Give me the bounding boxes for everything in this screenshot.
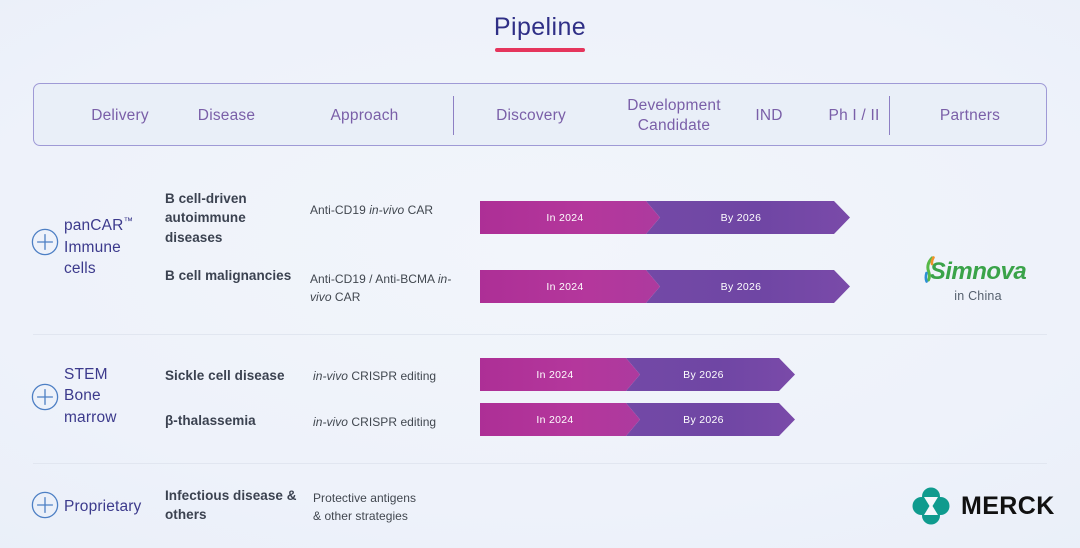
timeline-segment-by-2026: By 2026 xyxy=(626,403,795,436)
partner-merck: MERCK xyxy=(912,487,1062,525)
header-approach: Approach xyxy=(330,106,399,124)
header-disease: Disease xyxy=(197,106,256,124)
approach-post: CAR xyxy=(331,290,361,305)
page-title-text: Pipeline xyxy=(493,13,587,41)
delivery-label-pancar: panCAR™ Immune cells xyxy=(64,215,159,279)
timeline-segment-in-2024: In 2024 xyxy=(480,201,660,234)
timeline-segment-label: By 2026 xyxy=(720,280,762,293)
page-title: Pipeline xyxy=(0,13,1080,52)
approach-post: CAR xyxy=(404,203,434,217)
delivery-label-proprietary: Proprietary xyxy=(64,496,169,517)
delivery-line-1: panCAR xyxy=(64,217,124,235)
delivery-line-3: marrow xyxy=(64,408,117,426)
delivery-line-3: cells xyxy=(64,259,96,277)
header-discovery: Discovery xyxy=(496,106,566,124)
timeline-segment-in-2024: In 2024 xyxy=(480,358,640,391)
approach-italic: in-vivo xyxy=(313,369,349,383)
plus-circle-icon[interactable] xyxy=(31,491,59,519)
delivery-line-2: Immune xyxy=(64,238,121,256)
header-development-candidate: Development Candidate xyxy=(586,84,762,147)
delivery-label-stem: STEM Bone marrow xyxy=(64,364,159,428)
header-separator-left xyxy=(453,96,455,135)
delivery-line-1: Proprietary xyxy=(64,498,142,515)
merck-clover-icon xyxy=(912,487,950,525)
approach-label: in-vivo CRISPR editing xyxy=(313,367,463,385)
approach-post: CRISPR editing xyxy=(348,369,437,383)
timeline-bar: In 2024 By 2026 xyxy=(480,201,850,234)
approach-italic: in-vivo xyxy=(369,203,405,217)
timeline-bar: In 2024 By 2026 xyxy=(480,358,795,391)
section-divider xyxy=(33,463,1047,465)
simnova-wordmark: Simnova xyxy=(929,258,1027,285)
simnova-sublabel: in China xyxy=(954,289,1002,303)
disease-label: β-thalassemia xyxy=(165,413,256,428)
approach-post: CRISPR editing xyxy=(348,415,437,429)
timeline-segment-by-2026: By 2026 xyxy=(646,201,850,234)
header-delivery: Delivery xyxy=(91,106,149,124)
timeline-segment-in-2024: In 2024 xyxy=(480,403,640,436)
timeline-segment-label: In 2024 xyxy=(536,413,574,426)
trademark-symbol: ™ xyxy=(123,216,134,227)
simnova-logo: Simnova xyxy=(924,256,1027,285)
disease-label: B cell-driven autoimmune diseases xyxy=(165,191,247,245)
approach-italic: in-vivo xyxy=(310,272,452,305)
approach-label: Anti-CD19 / Anti-BCMA in-vivo CAR xyxy=(310,270,460,306)
timeline-segment-label: In 2024 xyxy=(536,368,574,381)
simnova-mark-icon xyxy=(924,256,935,283)
header-development-candidate-line2: Candidate xyxy=(637,116,711,134)
header-development-candidate-line1: Development xyxy=(627,96,721,114)
approach-pre: Anti-CD19 xyxy=(310,203,370,217)
timeline-segment-label: In 2024 xyxy=(546,211,584,224)
delivery-line-1: STEM xyxy=(64,366,108,383)
timeline-segment-label: By 2026 xyxy=(720,211,762,224)
timeline-bar: In 2024 By 2026 xyxy=(480,403,795,436)
approach-line-2: & other strategies xyxy=(313,509,408,524)
merck-wordmark: MERCK xyxy=(961,491,1055,520)
delivery-line-2: Bone xyxy=(64,387,101,405)
header-partners: Partners xyxy=(939,106,1001,124)
disease-label: Sickle cell disease xyxy=(165,368,285,383)
approach-pre: Anti-CD19 / Anti-BCMA xyxy=(310,272,438,286)
timeline-segment-by-2026: By 2026 xyxy=(626,358,795,391)
plus-circle-icon[interactable] xyxy=(31,383,59,411)
header-ph-i-ii: Ph I / II xyxy=(828,106,880,124)
approach-italic: in-vivo xyxy=(313,415,349,429)
timeline-segment-by-2026: By 2026 xyxy=(646,270,850,303)
plus-circle-icon[interactable] xyxy=(31,228,59,256)
approach-label: Anti-CD19 in-vivo CAR xyxy=(310,201,455,219)
disease-label: B cell malignancies xyxy=(165,268,292,283)
section-divider xyxy=(33,334,1047,336)
approach-line-1: Protective antigens xyxy=(313,491,417,505)
approach-label: Protective antigens & other strategies xyxy=(313,489,463,525)
merck-logo: MERCK xyxy=(912,487,1062,525)
timeline-segment-label: In 2024 xyxy=(546,280,584,293)
timeline-segment-label: By 2026 xyxy=(683,413,724,426)
partner-simnova: Simnova in China xyxy=(898,256,1058,303)
timeline-segment-in-2024: In 2024 xyxy=(480,270,660,303)
timeline-segment-label: By 2026 xyxy=(683,368,724,381)
title-underline xyxy=(495,47,585,52)
header-ind: IND xyxy=(755,106,783,124)
header-separator-right xyxy=(889,96,891,135)
column-header-bar: Delivery Disease Approach Discovery Deve… xyxy=(33,83,1047,146)
timeline-bar: In 2024 By 2026 xyxy=(480,270,850,303)
disease-label: Infectious disease & others xyxy=(165,488,297,523)
approach-label: in-vivo CRISPR editing xyxy=(313,413,463,431)
